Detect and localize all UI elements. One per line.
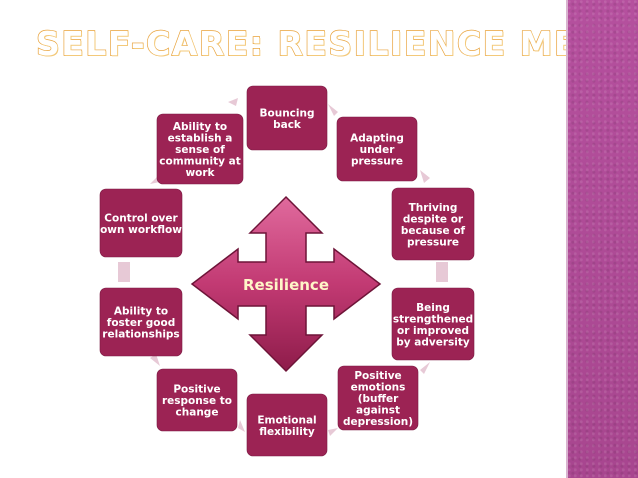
cycle-node-label-line: Adapting bbox=[350, 133, 404, 145]
cycle-connector-arrow bbox=[328, 104, 338, 116]
cycle-connector-arrow bbox=[420, 362, 430, 374]
cycle-node-label-line: Bouncing bbox=[260, 107, 315, 119]
cycle-connector-arrow bbox=[436, 262, 448, 282]
cycle-node-label-line: emotions bbox=[351, 382, 406, 394]
cycle-node-box bbox=[156, 113, 244, 185]
cycle-node-label-line: Being bbox=[416, 302, 450, 314]
cycle-node-label-line: flexibility bbox=[259, 426, 315, 438]
cycle-connector-arrow bbox=[150, 354, 160, 366]
center-four-way-arrow: Resilience bbox=[190, 195, 382, 373]
cycle-connector-arrow bbox=[420, 170, 430, 183]
cycle-node-label-line: community at bbox=[159, 156, 241, 168]
cycle-node-label-line: Ability to bbox=[114, 306, 168, 318]
cycle-node-box bbox=[391, 287, 475, 361]
cycle-node-box bbox=[156, 368, 238, 432]
cycle-node-label-line: response to bbox=[162, 395, 232, 407]
cycle-node-label-line: sense of bbox=[175, 144, 225, 156]
decorative-side-band bbox=[568, 0, 638, 478]
cycle-node-box bbox=[99, 287, 183, 357]
cycle-node-label-line: because of bbox=[401, 225, 466, 237]
cycle-node-box bbox=[246, 393, 328, 457]
cycle-node-label-line: Ability to bbox=[173, 121, 227, 133]
cycle-node-label-line: own workflow bbox=[100, 224, 182, 236]
center-label: Resilience bbox=[243, 276, 329, 294]
cycle-connector-arrow bbox=[328, 428, 338, 436]
cycle-connector-arrow bbox=[118, 262, 130, 282]
cycle-node-box bbox=[246, 85, 328, 151]
cycle-node-label-line: relationships bbox=[102, 329, 179, 341]
cycle-node-label-line: strengthened bbox=[393, 313, 473, 325]
cycle-node-box bbox=[337, 365, 419, 431]
cycle-node-label-line: (buffer bbox=[358, 393, 399, 405]
cycle-node-label-line: Positive bbox=[173, 384, 220, 396]
cycle-node-box bbox=[391, 187, 475, 261]
cycle-node-box bbox=[99, 188, 183, 258]
cycle-node-label-line: or improved bbox=[397, 325, 469, 337]
four-way-arrow-icon bbox=[190, 195, 382, 373]
slide-title: SELF-CARE: RESILIENCE MEANS bbox=[35, 23, 638, 63]
cycle-node-label-line: back bbox=[273, 119, 302, 131]
cycle-node-box bbox=[336, 116, 418, 182]
cycle-node-label-line: pressure bbox=[351, 156, 403, 168]
cycle-node-label-line: depression) bbox=[343, 416, 413, 428]
cycle-node-label-line: change bbox=[176, 407, 219, 419]
cycle-node-label-line: Control over bbox=[104, 212, 178, 224]
cycle-node-label-line: foster good bbox=[107, 317, 175, 329]
cycle-node-label-line: Emotional bbox=[257, 414, 316, 426]
cycle-node-label-line: under bbox=[360, 144, 396, 156]
cycle-node-label-line: establish a bbox=[168, 133, 233, 145]
cycle-node-label-line: by adversity bbox=[396, 336, 470, 348]
cycle-node-label-line: pressure bbox=[407, 236, 459, 248]
cycle-node-label-line: against bbox=[356, 405, 400, 417]
cycle-node-label-line: Positive bbox=[354, 370, 401, 382]
cycle-node-label-line: work bbox=[185, 167, 215, 179]
cycle-node-label-line: Thriving bbox=[409, 202, 458, 214]
cycle-connector-arrow bbox=[238, 420, 245, 432]
side-band-divider bbox=[566, 0, 568, 478]
cycle-connector-arrow bbox=[228, 98, 238, 106]
cycle-node-label-line: despite or bbox=[403, 213, 464, 225]
